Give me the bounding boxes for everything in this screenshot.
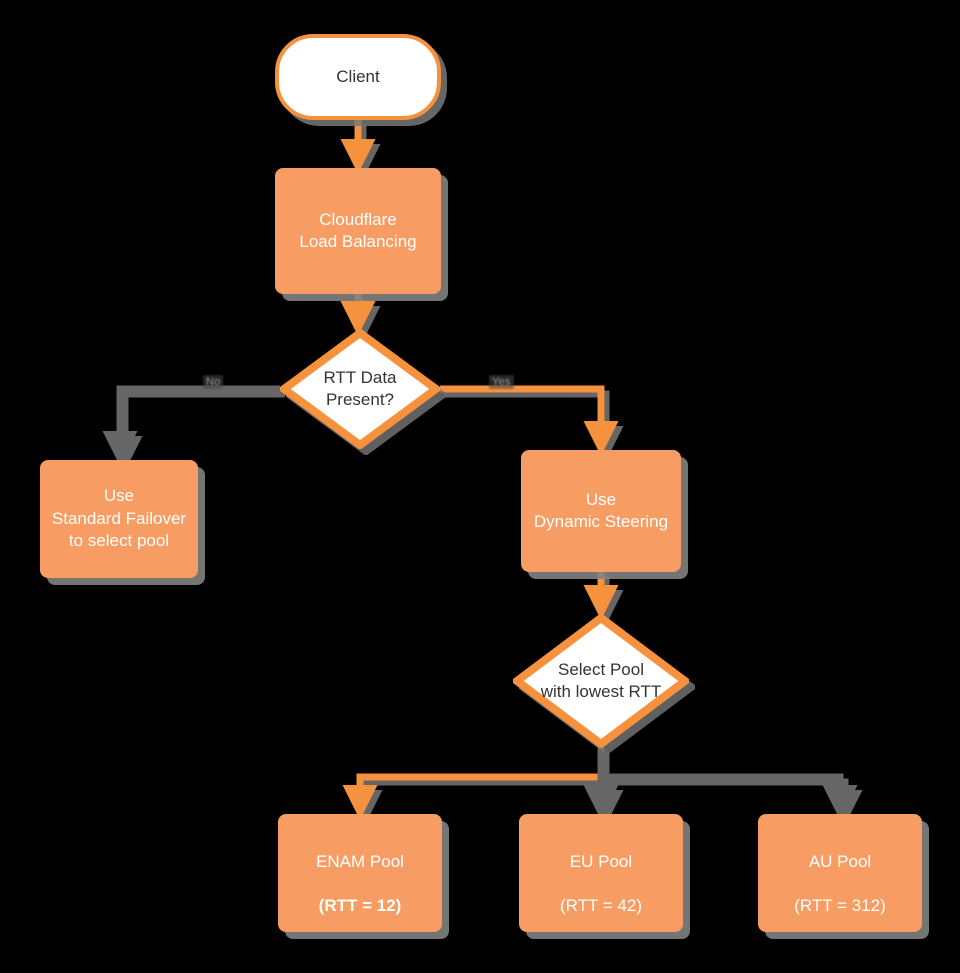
edge-label-yes: Yes (489, 375, 514, 389)
node-select-pool[interactable]: Select Pool with lowest RTT (513, 614, 689, 748)
node-load-balancing[interactable]: Cloudflare Load Balancing (275, 168, 441, 294)
edge-select-to-au (601, 773, 858, 820)
diamond-shape-select-pool (513, 614, 689, 748)
node-eu-pool-label: EU Pool (RTT = 42) (554, 828, 648, 918)
node-client-label: Client (336, 66, 380, 86)
edge-select-to-enam (342, 748, 605, 820)
node-enam-pool-rtt: (RTT = 12) (318, 896, 402, 916)
node-eu-pool[interactable]: EU Pool (RTT = 42) (519, 814, 683, 932)
edge-label-no: No (203, 375, 224, 389)
node-rtt-data-present[interactable]: RTT Data Present? (280, 329, 440, 449)
node-au-pool-rtt: (RTT = 312) (794, 896, 886, 916)
edge-rtt-no-to-failover (102, 385, 280, 466)
diamond-shape-rtt (280, 329, 440, 449)
node-enam-pool-label: ENAM Pool (RTT = 12) (310, 828, 410, 918)
node-dynamic-steering-label: Use Dynamic Steering (533, 489, 669, 531)
node-au-pool[interactable]: AU Pool (RTT = 312) (758, 814, 922, 932)
edge-rtt-yes-to-steering (440, 385, 619, 456)
node-enam-pool[interactable]: ENAM Pool (RTT = 12) (278, 814, 442, 932)
node-client[interactable]: Client (275, 34, 441, 120)
node-au-pool-title: AU Pool (808, 851, 872, 871)
node-au-pool-label: AU Pool (RTT = 312) (788, 828, 892, 918)
node-dynamic-steering[interactable]: Use Dynamic Steering (521, 450, 681, 572)
node-enam-pool-title: ENAM Pool (316, 851, 404, 871)
node-eu-pool-title: EU Pool (569, 851, 633, 871)
node-standard-failover[interactable]: Use Standard Failover to select pool (40, 460, 198, 578)
node-standard-failover-label: Use Standard Failover to select pool (51, 486, 187, 551)
node-eu-pool-rtt: (RTT = 42) (559, 896, 643, 916)
node-load-balancing-label: Cloudflare Load Balancing (299, 209, 417, 251)
